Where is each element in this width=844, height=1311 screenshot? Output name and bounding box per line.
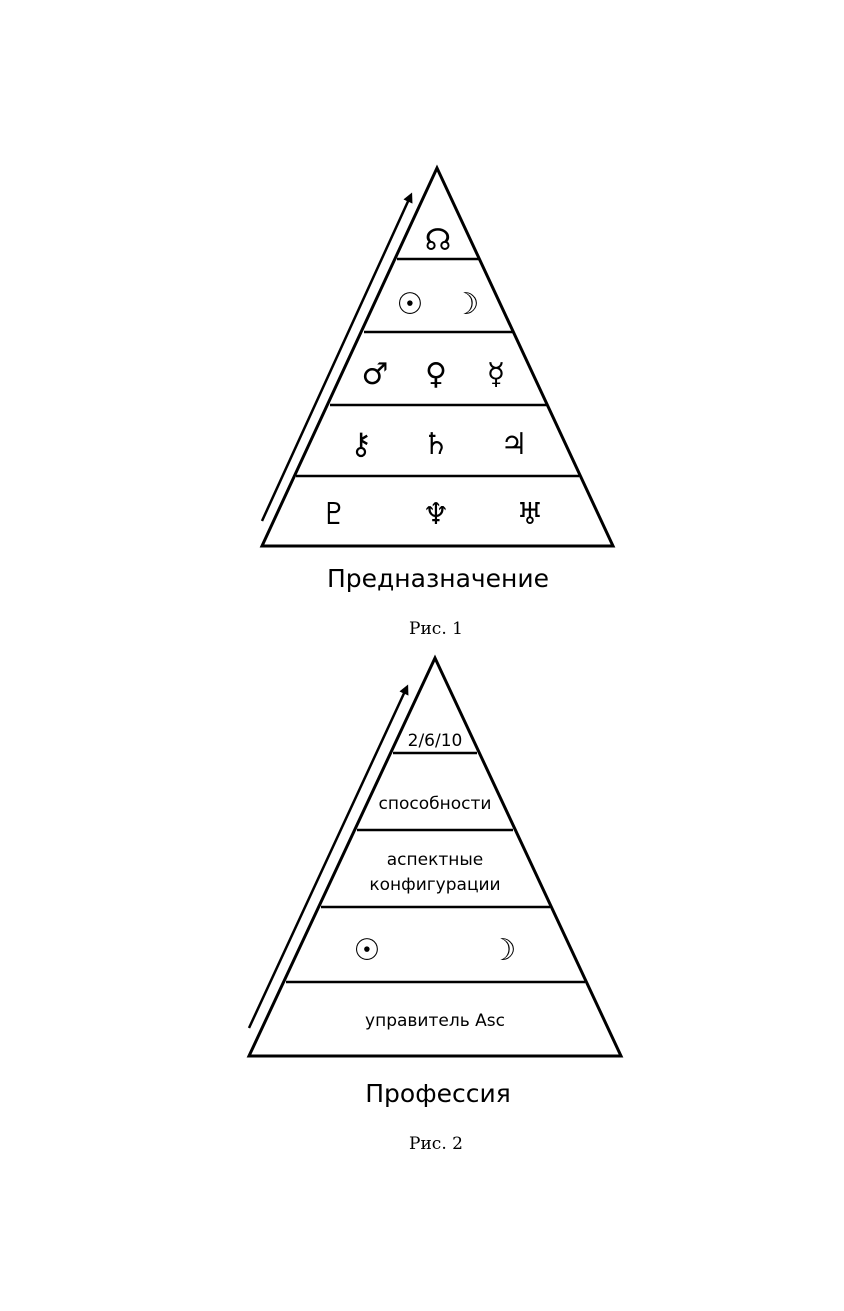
sun-icon: ☉ (397, 287, 424, 322)
saturn-icon: ♄ (423, 427, 450, 462)
ascent-arrow (260, 192, 413, 522)
pyramid-profession: 2/6/10 способности аспектные конфигураци… (246, 654, 624, 1058)
pyramid-purpose: ☊ ☉ ☽ ♂ ♀ ☿ ⚷ ♄ ♃ ♇ ♆ ♅ (259, 164, 616, 548)
figure-2-caption: Рис. 2 (409, 1134, 463, 1154)
tier-label-abilities: способности (379, 794, 492, 814)
tier-label-aspect-line-1: аспектные (387, 850, 484, 870)
pluto-icon: ♇ (321, 497, 348, 532)
ascent-arrow (247, 684, 409, 1029)
tier-label-asc-ruler: управитель Asc (365, 1011, 505, 1031)
chiron-icon: ⚷ (350, 427, 372, 462)
sun-icon: ☉ (354, 933, 381, 968)
figure-2-title: Профессия (365, 1079, 511, 1108)
north-node-icon: ☊ (425, 223, 452, 258)
moon-icon: ☽ (490, 933, 517, 968)
pyramid-outline (246, 654, 624, 1058)
pyramid-outline (259, 164, 616, 548)
uranus-icon: ♅ (517, 497, 544, 532)
neptune-icon: ♆ (423, 497, 450, 532)
figure-1-caption: Рис. 1 (409, 619, 463, 639)
tier-label-houses: 2/6/10 (408, 731, 463, 751)
figure-1-title: Предназначение (327, 564, 549, 593)
mercury-icon: ☿ (487, 357, 505, 392)
venus-icon: ♀ (425, 357, 447, 392)
mars-icon: ♂ (362, 357, 389, 392)
moon-icon: ☽ (453, 287, 480, 322)
tier-label-aspect-line-2: конфигурации (369, 875, 500, 895)
jupiter-icon: ♃ (501, 427, 528, 462)
